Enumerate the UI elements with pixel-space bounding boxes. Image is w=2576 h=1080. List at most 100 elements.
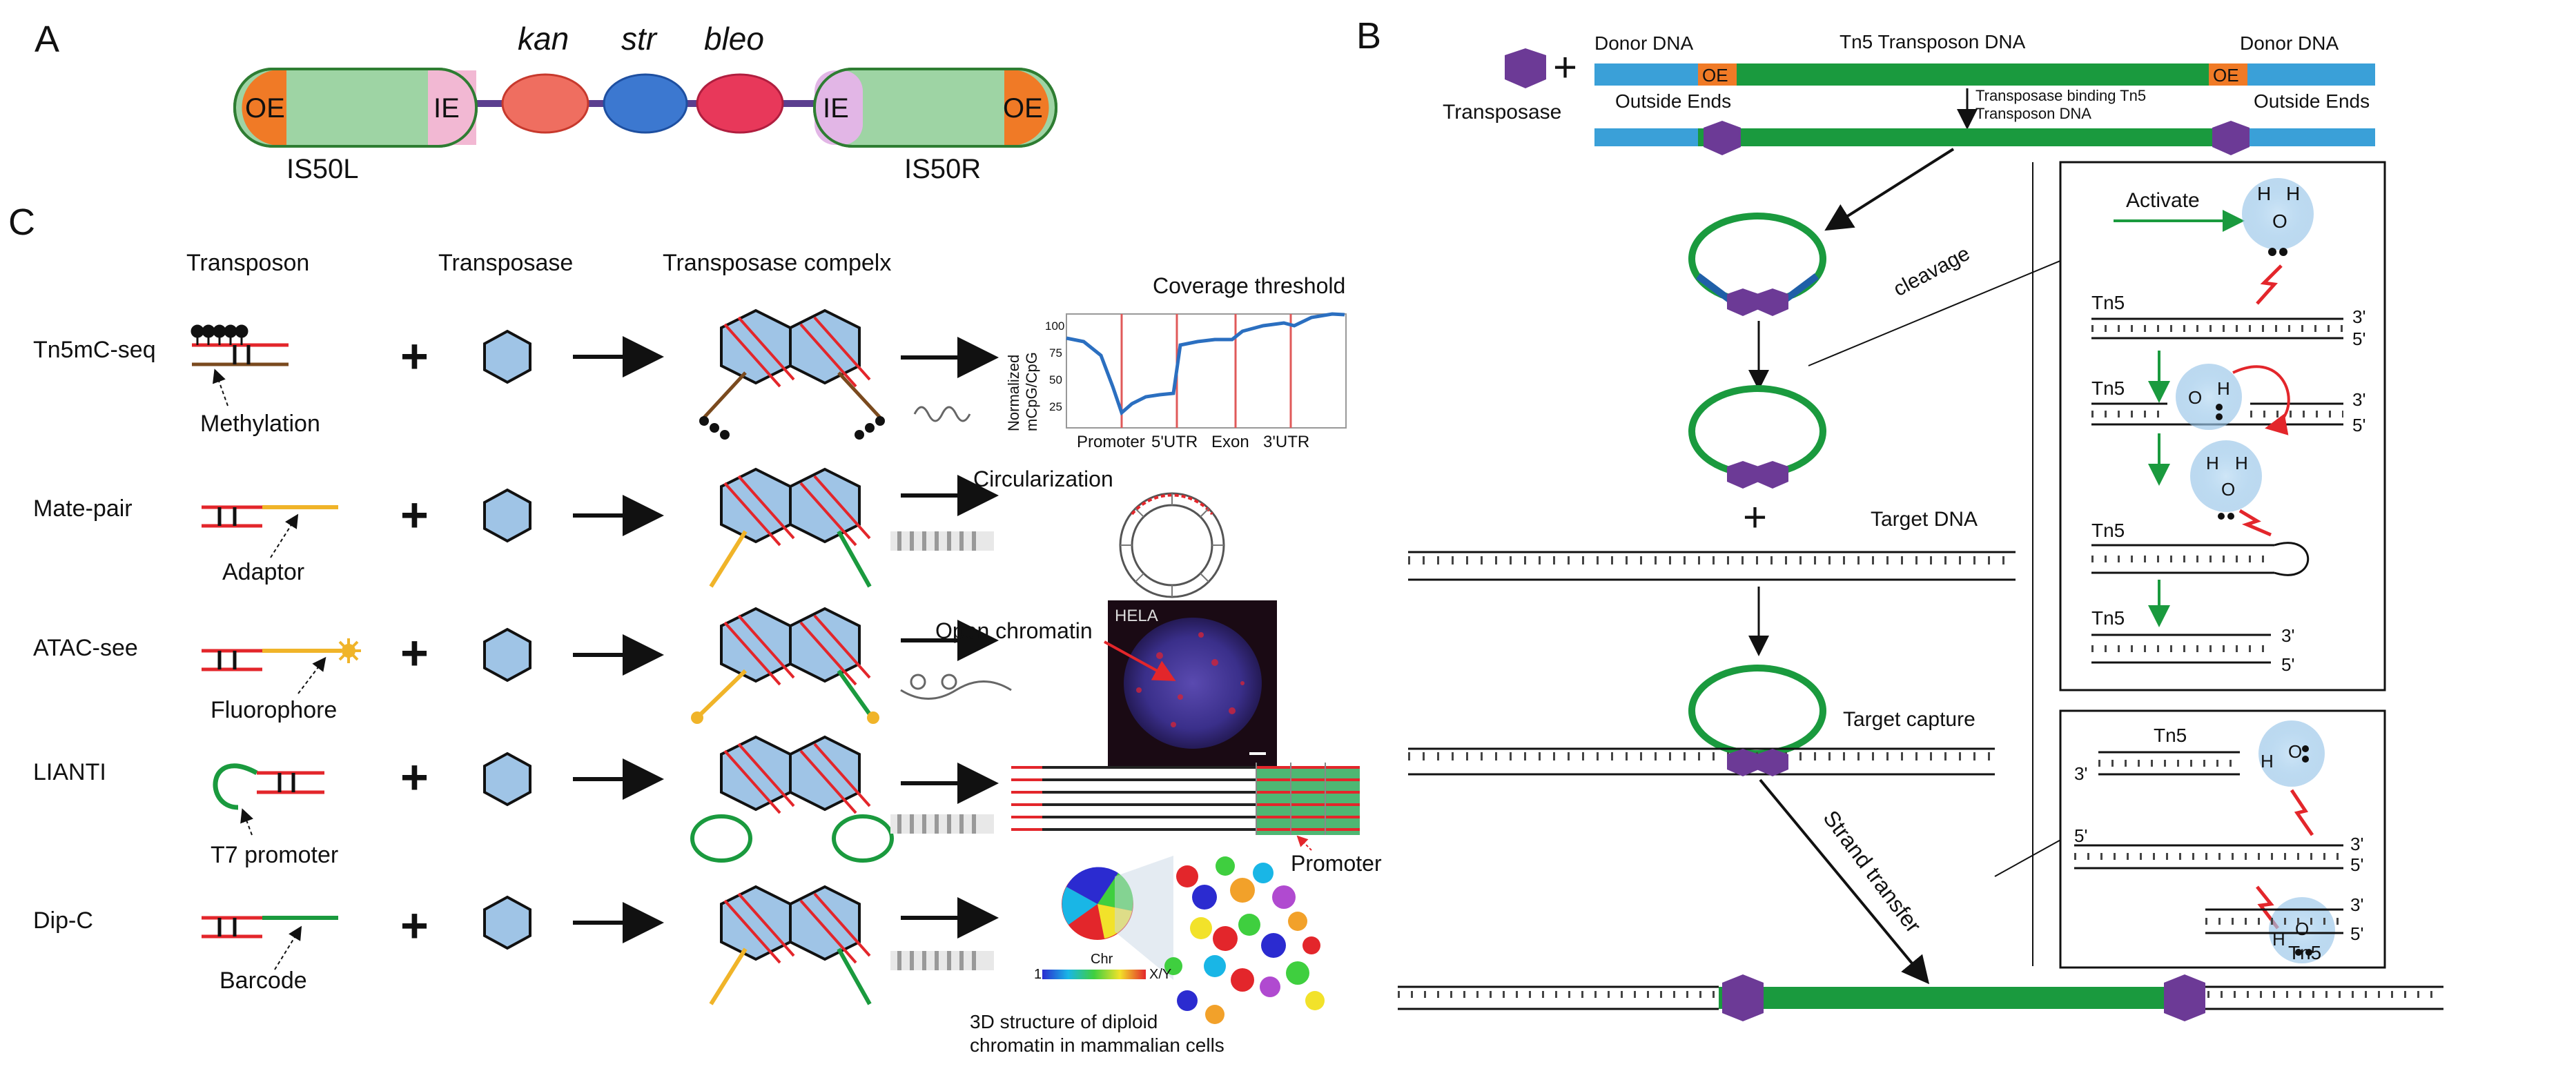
water-molecule-4: H O: [2258, 720, 2325, 787]
ie-left-label: IE: [433, 93, 460, 124]
str-label: str: [621, 21, 658, 57]
panel-letter-a: A: [35, 19, 59, 60]
h-atom: H: [2257, 183, 2271, 204]
bleo-label: bleo: [704, 21, 764, 57]
o-atom: O: [2288, 741, 2302, 762]
water-molecule-1: H H O: [2242, 178, 2314, 256]
chr-min: 1: [1034, 967, 1042, 982]
transposase-hexagons: [483, 329, 531, 950]
h-atom: H: [2235, 453, 2248, 473]
outside-ends-left: Outside Ends: [1615, 90, 1731, 112]
inset2-tn5-a: Tn5: [2154, 725, 2187, 746]
panel-b: + Transposase Donor DNA Tn5 Transposon D…: [1398, 31, 2443, 1021]
is50l-label: IS50L: [286, 154, 359, 184]
circularization-label: Circularization: [973, 467, 1113, 491]
final-transposase-left: [1722, 974, 1764, 1021]
inset1-tn5-a: Tn5: [2091, 292, 2125, 313]
xlabel-5utr: 5'UTR: [1151, 433, 1198, 451]
complex-row4: [690, 735, 894, 863]
tn5mc-transposon: [191, 324, 289, 406]
row-label-lianti: LIANTI: [33, 759, 106, 785]
annotation-t7-promoter: T7 promoter: [211, 842, 338, 868]
row-label-dip-c: Dip-C: [33, 907, 93, 934]
transposase-hex-4: [483, 752, 531, 807]
open-chromatin-arrow: [1104, 640, 1176, 681]
transposase-hex-2: [483, 488, 531, 543]
promoter-label: Promoter: [1291, 851, 1382, 876]
hela-image: HELA: [1108, 600, 1277, 766]
lianti-transposon: [213, 763, 324, 836]
plus-b: +: [1553, 44, 1577, 90]
methyl-groups: [191, 324, 248, 345]
o-atom: O: [2221, 479, 2235, 500]
oe-right-label: OE: [1003, 93, 1043, 124]
complex-row1: [699, 308, 885, 440]
ytick-50: 50: [1049, 373, 1062, 386]
coverage-title: Coverage threshold: [1153, 273, 1345, 298]
h-atom: H: [2217, 378, 2230, 399]
kan-label: kan: [518, 21, 569, 57]
plus-row5: +: [400, 899, 429, 952]
activate-label: Activate: [2126, 189, 2200, 212]
panel-letter-c: C: [8, 202, 35, 243]
donor-dna-right: [2247, 63, 2375, 86]
transposase-hex-1: [483, 329, 531, 384]
captured-dna: [1408, 747, 1995, 776]
inset1-3p-a: 3': [2352, 306, 2365, 327]
annotation-barcode: Barcode: [219, 968, 307, 994]
oe-left-label: OE: [245, 93, 285, 124]
oe-left-bar: [1698, 63, 1737, 86]
fluorophore-icon: [336, 638, 361, 663]
hela-label: HELA: [1115, 607, 1158, 625]
donor-left-label: Donor DNA: [1594, 32, 1693, 54]
inset1-3p-d: 3': [2281, 625, 2294, 646]
chr-label: Chr: [1091, 952, 1113, 967]
final-product: [1398, 974, 2443, 1021]
coverage-ylabel-1: Normalized: [1005, 355, 1022, 431]
annotation-adaptor: Adaptor: [222, 559, 304, 585]
lianti-reads: [1011, 763, 1360, 835]
panel-a: OE IE IS50L kan str bleo IE OE IS50R: [233, 21, 1057, 184]
coverage-line: [1066, 312, 1345, 416]
complex-row2: [709, 467, 872, 588]
row-label-atac-see: ATAC-see: [33, 635, 138, 661]
lightning-3: [2290, 789, 2314, 836]
dipc-structure: Chr 1 X/Y 3D structure of diploid chroma…: [970, 856, 1325, 1056]
ytick-75: 75: [1049, 346, 1062, 360]
chr-max: X/Y: [1149, 967, 1171, 982]
coverage-ylabel-2: mCpG/CpG: [1023, 352, 1040, 431]
inset2-5p-d: 5': [2350, 923, 2363, 944]
lightning-4: [2256, 885, 2279, 930]
plus-row2: +: [400, 488, 429, 542]
kan-gene: [501, 73, 589, 134]
plus-target: +: [1743, 494, 1767, 540]
inset1-5p-b: 5': [2352, 415, 2365, 435]
inset1-tn5-c: Tn5: [2091, 520, 2125, 541]
inset2-3p-b: 3': [2350, 834, 2363, 854]
inset-strand-transfer: [2059, 709, 2386, 969]
plus-row3: +: [400, 626, 429, 680]
oe-left-box: [242, 70, 286, 145]
matepair-transposon: [202, 505, 338, 558]
panel-letter-b: B: [1356, 15, 1381, 57]
lightning-1: [2256, 264, 2283, 305]
target-capture-label: Target capture: [1843, 708, 1975, 731]
xlabel-exon: Exon: [1211, 433, 1249, 451]
h-atom: H: [2261, 751, 2274, 772]
water-molecule-2: O H: [2176, 364, 2242, 430]
target-dna-label: Target DNA: [1871, 508, 1978, 531]
xlabel-3utr: 3'UTR: [1263, 433, 1309, 451]
bound-transposase-right: [2212, 121, 2250, 155]
inset2-tn5-d: Tn5: [2288, 942, 2321, 963]
str-gene: [603, 73, 688, 134]
annotation-methylation: Methylation: [200, 411, 320, 437]
inset1-5p-d: 5': [2281, 654, 2294, 675]
inset2-5p-b: 5': [2074, 825, 2087, 846]
xlabel-promoter: Promoter: [1077, 433, 1145, 451]
ie-right-label: IE: [823, 93, 849, 124]
arrows-to-complex: [573, 336, 664, 943]
annotation-fluorophore: Fluorophore: [211, 697, 337, 723]
bleo-gene: [696, 73, 784, 134]
donor-dna-left: [1594, 63, 1698, 86]
